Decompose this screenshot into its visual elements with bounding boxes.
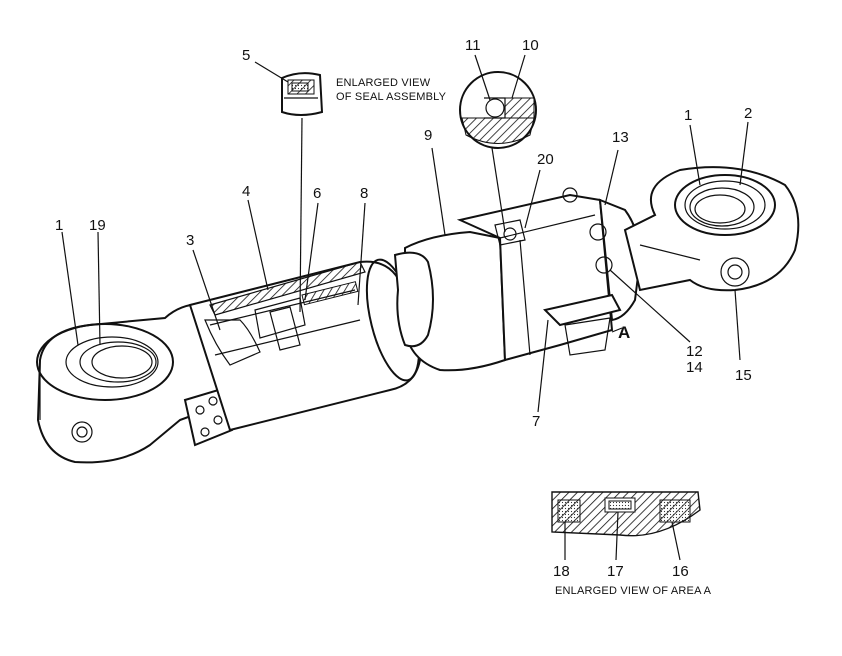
- area-a-marker: A: [618, 323, 630, 342]
- cylinder-barrel: [188, 258, 422, 432]
- callout-11: 11: [465, 37, 481, 54]
- leader-lines: [61, 121, 749, 413]
- seal-caption-line1: ENLARGED VIEW: [336, 77, 431, 89]
- captions: ENLARGED VIEW OF SEAL ASSEMBLY ENLARGED …: [336, 77, 712, 597]
- area-a-caption: ENLARGED VIEW OF AREA A: [555, 585, 712, 597]
- callout-3: 3: [186, 232, 194, 249]
- callout-17: 17: [607, 563, 624, 580]
- callout-16: 16: [672, 563, 689, 580]
- callout-9: 9: [424, 127, 432, 144]
- callout-5: 5: [242, 47, 250, 64]
- callout-4: 4: [242, 183, 250, 200]
- right-rod-eye: [623, 166, 800, 292]
- ring-detail: [459, 54, 537, 233]
- callout-10: 10: [522, 37, 539, 54]
- area-a-detail: [551, 491, 701, 561]
- callout-8: 8: [360, 185, 368, 202]
- callouts: 5 11 10 9 13 1 2 20 4 6 8 1 19 3 12 14 1…: [55, 37, 752, 580]
- callout-20: 20: [537, 151, 554, 168]
- callout-7: 7: [532, 413, 540, 430]
- callout-2: 2: [744, 105, 752, 122]
- callout-1-left: 1: [55, 217, 63, 234]
- cylinder-head: [393, 187, 642, 372]
- callout-13: 13: [612, 129, 629, 146]
- seal-assembly-detail: [254, 61, 324, 313]
- callout-6: 6: [313, 185, 321, 202]
- callout-1-right: 1: [684, 107, 692, 124]
- callout-14: 14: [686, 359, 703, 376]
- callout-15: 15: [735, 367, 752, 384]
- callout-19: 19: [89, 217, 106, 234]
- seal-caption-line2: OF SEAL ASSEMBLY: [336, 91, 447, 103]
- callout-18: 18: [553, 563, 570, 580]
- callout-12: 12: [686, 343, 703, 360]
